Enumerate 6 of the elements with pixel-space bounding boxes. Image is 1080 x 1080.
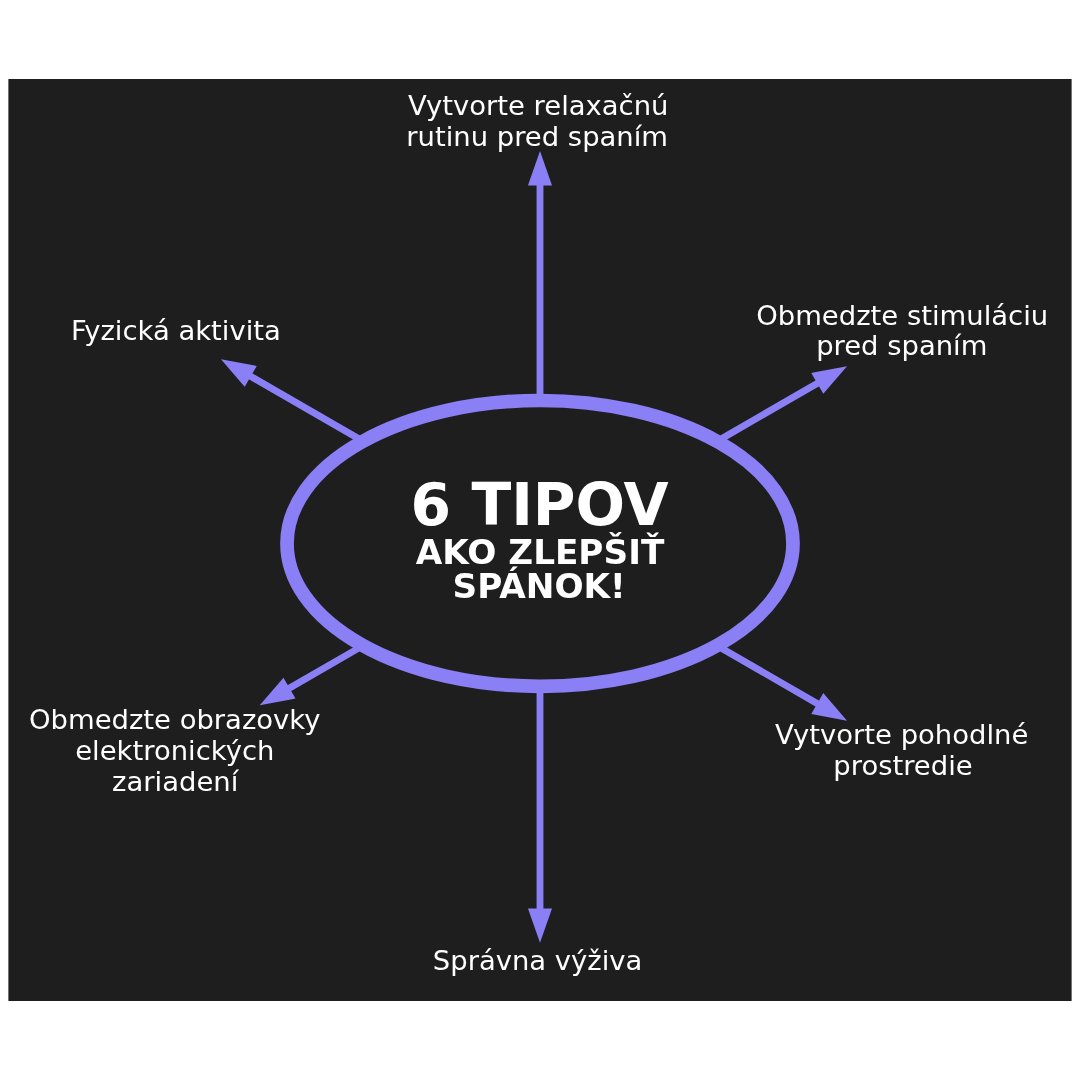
- node-text: Fyzická aktivita: [70, 315, 281, 347]
- node-text: Vytvorte pohodlné prostredie: [775, 719, 1029, 782]
- node-text: Vytvorte relaxačnú rutinu pred spaním: [406, 89, 669, 152]
- node-text: Obmedzte obrazovky elektronických zariadení: [28, 704, 321, 797]
- node-text: Obmedzte stimuláciu pred spaním: [756, 299, 1049, 362]
- node-text: Správna výživa: [432, 944, 643, 976]
